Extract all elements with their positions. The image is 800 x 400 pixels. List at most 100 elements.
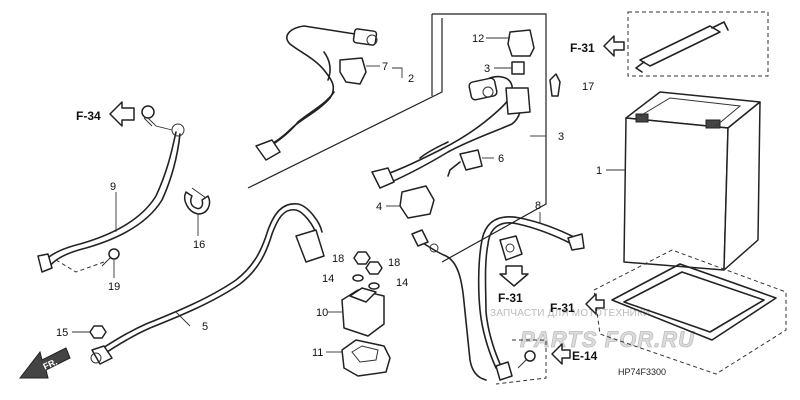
part-9-cable <box>43 131 177 263</box>
battery-terminal-left <box>635 113 649 123</box>
part-10-relay-top <box>349 287 377 303</box>
part-6-sensor <box>459 149 483 171</box>
leader-5 <box>175 311 191 327</box>
part-5-terminal <box>91 345 113 365</box>
main-harness-terminal <box>371 167 395 189</box>
callout-10: 10 <box>316 307 328 319</box>
drawing-code: HP74F3300 <box>618 367 666 377</box>
arrow-f31-mid <box>499 265 529 287</box>
sub-harness-wire-2 <box>267 91 335 149</box>
e14-detail-frame <box>495 339 547 385</box>
part-5-boot <box>295 229 325 263</box>
part-7-cover <box>339 57 367 85</box>
sub-harness-connector-top <box>352 28 378 46</box>
callout-16: 16 <box>193 239 205 251</box>
watermark-line1: ЗАПЧАСТИ ДЛЯ МОТОТЕХНИКИ <box>490 308 650 319</box>
ref-f31-right: F-31 <box>550 301 575 315</box>
part-6-lead <box>447 161 461 177</box>
sub-harness-connector-left <box>255 139 281 161</box>
part-8-terminal-bottom <box>495 361 513 381</box>
tray-detail-frame <box>593 249 787 375</box>
battery-side <box>723 101 761 271</box>
relay-lead-wire <box>417 239 487 381</box>
callout-1: 1 <box>596 165 602 177</box>
part-8-connector <box>499 235 523 261</box>
callout-14b: 14 <box>396 277 408 289</box>
callout-9: 9 <box>110 181 116 193</box>
callout-11: 11 <box>312 347 323 359</box>
strap-detail-box <box>627 11 769 77</box>
front-arrow <box>18 347 71 379</box>
callout-7: 7 <box>382 61 388 73</box>
arrow-f34 <box>109 101 135 127</box>
part-3-clip <box>511 61 525 75</box>
callout-15: 15 <box>56 327 68 339</box>
main-harness-wire-2 <box>381 99 522 187</box>
callout-6: 6 <box>498 153 504 165</box>
cable-terminal-bottom <box>37 253 53 273</box>
part-15-nut <box>89 325 107 339</box>
battery-strap <box>639 25 721 67</box>
part-7-wire-tail <box>323 51 331 81</box>
leader-bolt <box>147 117 173 131</box>
arrow-f31-top <box>603 35 625 57</box>
part-14-washer-b <box>368 282 380 290</box>
battery-tray-group: F-31 <box>550 249 787 375</box>
callout-4: 4 <box>376 201 382 213</box>
callout-12: 12 <box>472 33 484 45</box>
callout-17: 17 <box>582 81 594 93</box>
leader-2 <box>392 67 403 78</box>
sub-cable-group: 8 F-31 E-14 <box>477 200 598 385</box>
watermark: ЗАПЧАСТИ ДЛЯ МОТОТЕХНИКИ PARTS FOR.RU <box>490 308 695 352</box>
main-harness-connector <box>468 77 498 101</box>
bolt-19-link <box>55 259 105 273</box>
relay-lead-eyelet <box>429 243 439 253</box>
part-8-cable <box>477 216 577 369</box>
part-11-relay-holder <box>341 339 391 377</box>
ref-f31-mid: F-31 <box>498 291 523 305</box>
callout-18a: 18 <box>332 253 344 265</box>
battery-tray-inner <box>623 271 765 333</box>
part-14-washer-a <box>352 274 364 282</box>
relay-lead-terminal <box>411 229 429 247</box>
starter-cable-group: 5 15 <box>56 203 325 365</box>
part-4-cover <box>399 185 435 219</box>
battery-group: 1 <box>596 91 761 271</box>
part-11-holder-inner <box>351 345 379 363</box>
part-19-bolt <box>101 248 120 267</box>
main-harness-coupler <box>505 87 531 115</box>
cable-bolt <box>141 105 155 127</box>
callout-14a: 14 <box>322 273 334 285</box>
part-9-cable-2 <box>49 133 181 267</box>
part-5-cable-2 <box>99 203 323 351</box>
battery-tray <box>611 263 777 341</box>
part-17-clip <box>549 73 561 97</box>
cable-eyelet-top <box>171 123 185 137</box>
main-harness-frame <box>432 13 547 263</box>
part-18-nut-a <box>353 251 371 265</box>
ref-f34: F-34 <box>76 109 101 123</box>
ref-f31-top: F-31 <box>570 41 595 55</box>
battery-top-detail <box>639 97 742 127</box>
battery-terminal-right <box>705 119 721 129</box>
part-5-cable <box>103 209 317 355</box>
main-harness-branch <box>419 141 449 159</box>
part-5-eyelet <box>90 352 102 364</box>
watermark-line2: PARTS FOR.RU <box>520 327 695 352</box>
callout-18b: 18 <box>388 257 400 269</box>
callout-2: 2 <box>408 73 414 85</box>
battery-front <box>623 117 729 271</box>
part-8-cable-2 <box>484 222 573 365</box>
sub-harness-wire <box>261 25 356 151</box>
starter-relay-group: 18 18 14 14 10 11 <box>312 251 408 377</box>
sub-harness-group: 7 2 <box>247 18 443 189</box>
part-12-relay <box>507 29 535 57</box>
part-8-terminal-right <box>567 233 585 251</box>
callout-5: 5 <box>202 321 208 333</box>
callout-19: 19 <box>108 281 120 293</box>
part-8-connector-hole <box>505 243 515 253</box>
sub-harness-frame <box>247 18 443 189</box>
battery-strap-hook <box>635 21 729 73</box>
negative-cable-group: F-34 9 19 <box>37 101 185 293</box>
